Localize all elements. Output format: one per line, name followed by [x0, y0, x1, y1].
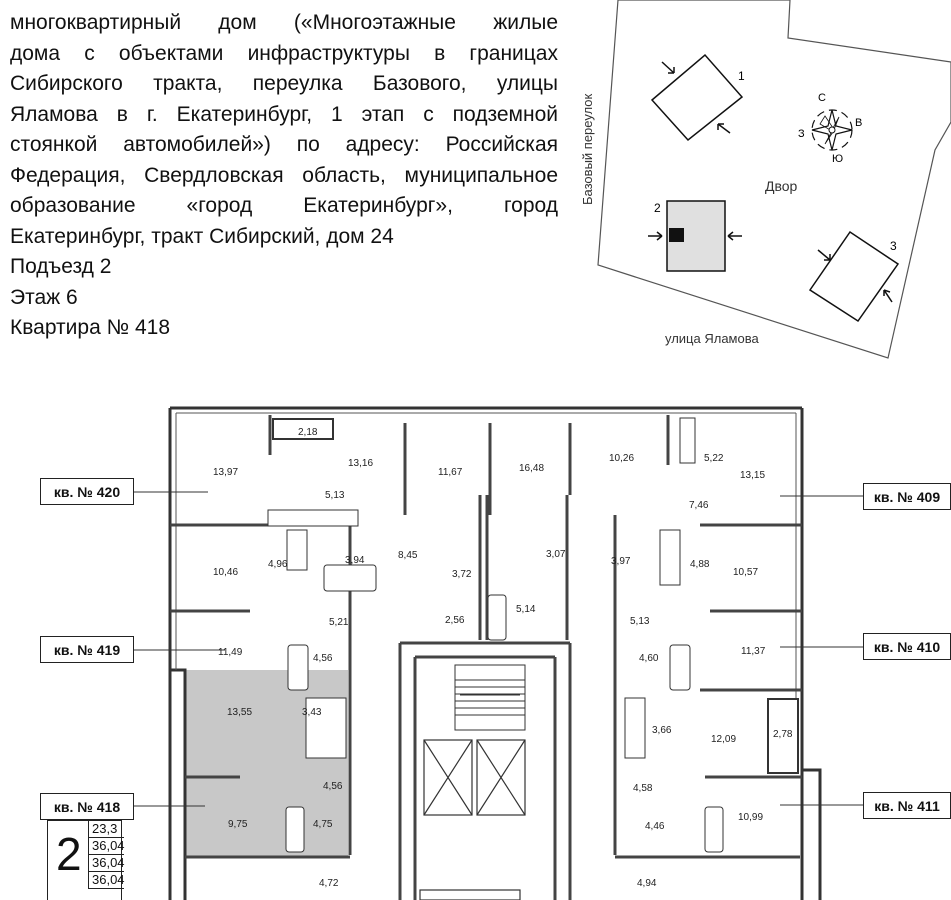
apartment-label-411: кв. № 411: [863, 792, 951, 819]
apartment-label-420: кв. № 420: [40, 478, 134, 505]
yard-label: Двор: [765, 178, 798, 194]
room-area: 10,46: [213, 567, 238, 578]
room-area: 13,97: [213, 467, 238, 478]
compass-icon: С В Ю З: [798, 92, 862, 165]
bathtubs: [285, 564, 724, 853]
balcony: [272, 418, 334, 440]
leader-lines: [132, 491, 863, 807]
description-line: стоянкой автомобилей») по адресу: Россий…: [10, 133, 558, 156]
description-line: дома с объектами инфраструктуры в границ…: [10, 41, 558, 65]
arrow-icon: [661, 61, 675, 74]
compass-north: С: [818, 92, 826, 104]
room-area: 5,13: [325, 490, 345, 501]
building-3-number: 3: [890, 239, 897, 253]
room-area: 11,49: [218, 647, 243, 658]
building-2-number: 2: [654, 201, 661, 215]
room-area: 4,56: [323, 781, 343, 792]
floor-label: Этаж 6: [10, 285, 78, 309]
interior-walls: [170, 415, 802, 900]
description-line: Яламова в г. Екатеринбург, 1 этап с подз…: [10, 102, 558, 126]
site-plan: Базовый переулок улица Яламова Двор 1 2 …: [580, 0, 951, 359]
building-1-number: 1: [738, 69, 745, 83]
room-area: 11,67: [438, 467, 463, 478]
room-area: 13,15: [740, 470, 765, 481]
entrance-label: Подъезд 2: [10, 255, 112, 278]
room-area: 3,07: [546, 549, 566, 560]
apartment-label-409: кв. № 409: [863, 483, 951, 510]
room-area: 10,99: [738, 812, 763, 823]
description-line: многоквартирный дом («Многоэтажные жилые: [10, 11, 558, 34]
room-areas: 2,18 13,97 13,16 5,13 11,67 16,48 10,26 …: [213, 427, 793, 889]
area-value: 36,04: [89, 838, 125, 855]
area-table: 2 23,3 36,04 36,04 36,04: [47, 820, 125, 900]
room-area: 3,43: [302, 707, 322, 718]
description-line: Федерация, Свердловская область, муницип…: [10, 163, 558, 187]
building-2: [666, 200, 726, 272]
arrow-icon: [817, 249, 831, 261]
outer-walls: [168, 406, 822, 900]
arrow-icon: [883, 289, 893, 303]
room-area: 4,58: [633, 783, 653, 794]
room-area: 5,22: [704, 453, 724, 464]
street-left-label: Базовый переулок: [580, 93, 595, 205]
room-area: 4,88: [690, 559, 710, 570]
street-bottom-label: улица Яламова: [665, 331, 759, 346]
area-value: 23,3: [89, 821, 124, 838]
arrow-icon: [717, 123, 731, 134]
compass-east: В: [855, 117, 862, 129]
room-area: 9,75: [228, 819, 248, 830]
room-area: 8,45: [398, 550, 418, 561]
room-area: 5,13: [630, 616, 650, 627]
room-area: 4,56: [313, 653, 333, 664]
address-description: многоквартирный дом («Многоэтажные жилые…: [10, 8, 558, 344]
room-area: 4,60: [639, 653, 659, 664]
room-area: 4,75: [313, 819, 333, 830]
balcony: [767, 698, 799, 774]
staircase: [454, 664, 526, 731]
room-area: 7,46: [689, 500, 709, 511]
room-area: 4,46: [645, 821, 665, 832]
description-line: образование «город Екатеринбург», город: [10, 194, 558, 217]
building-1: [650, 53, 744, 142]
room-area: 11,37: [741, 646, 766, 657]
arrow-icon: [648, 231, 663, 241]
room-area: 10,57: [733, 567, 758, 578]
apartment-label-410: кв. № 410: [863, 633, 951, 660]
apartment-label: Квартира № 418: [10, 316, 170, 339]
area-value: 36,04: [89, 855, 125, 872]
description-line: Екатеринбург, тракт Сибирский, дом 24: [10, 224, 394, 248]
room-area: 13,16: [348, 458, 373, 469]
building-3: [808, 230, 900, 323]
arrow-icon: [727, 231, 742, 241]
room-area: 4,96: [268, 559, 288, 570]
apartment-label-419: кв. № 419: [40, 636, 134, 663]
room-area: 2,18: [298, 427, 318, 438]
room-area: 13,55: [227, 707, 252, 718]
room-area: 2,56: [445, 615, 465, 626]
room-area: 3,97: [611, 556, 631, 567]
room-area: 10,26: [609, 453, 634, 464]
elevators: [419, 739, 526, 900]
room-area: 2,78: [773, 729, 793, 740]
area-values: 23,3 36,04 36,04 36,04: [88, 821, 125, 889]
room-count: 2: [56, 828, 82, 880]
entrance-marker: [669, 228, 684, 242]
area-value: 36,04: [89, 872, 125, 889]
room-area: 5,14: [516, 604, 536, 615]
room-area: 16,48: [519, 463, 544, 474]
room-area: 4,72: [319, 878, 339, 889]
room-area: 3,94: [345, 555, 365, 566]
description-line: Сибирского тракта, переулка Базового, ул…: [10, 72, 558, 95]
compass-west: З: [798, 128, 805, 140]
room-area: 3,66: [652, 725, 672, 736]
room-area: 4,94: [637, 878, 657, 889]
room-area: 5,21: [329, 617, 349, 628]
room-area: 12,09: [711, 734, 736, 745]
apartment-label-418: кв. № 418: [40, 793, 134, 820]
kitchen-units: [267, 417, 696, 759]
compass-south: Ю: [832, 153, 843, 165]
floor-plan: 2,18 13,97 13,16 5,13 11,67 16,48 10,26 …: [132, 406, 863, 900]
room-area: 3,72: [452, 569, 472, 580]
